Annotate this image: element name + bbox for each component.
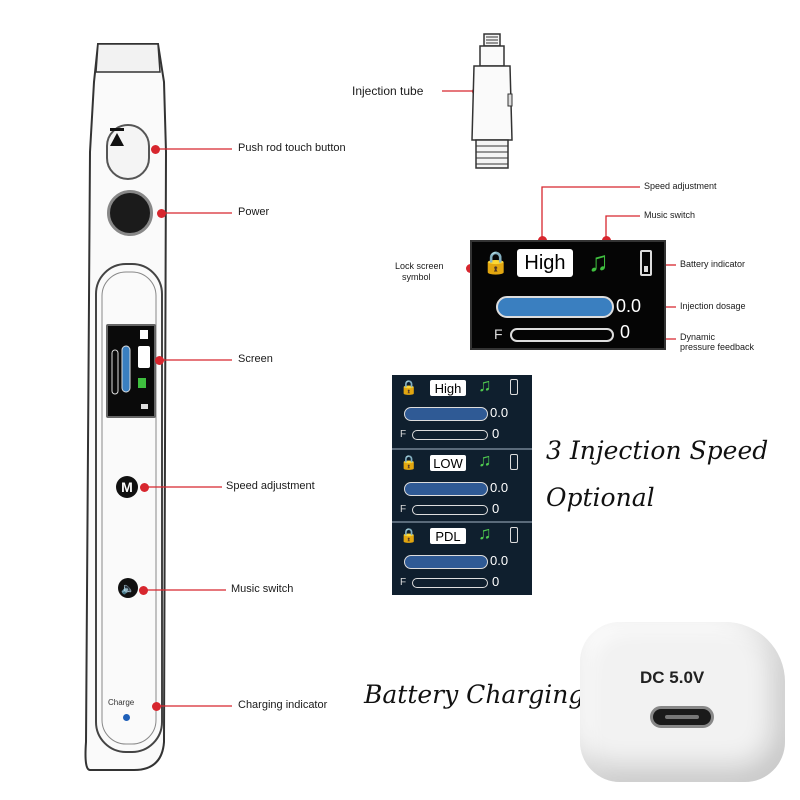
speed-mode-low: 🔒 LOW ♫ 0.0 F 0 — [392, 450, 532, 523]
label-screen-music-switch: Music switch — [644, 210, 696, 220]
speed-adjustment-button[interactable]: M — [116, 476, 138, 498]
label-lock-screen-symbol: symbol — [402, 272, 431, 282]
usb-c-port[interactable] — [650, 706, 714, 728]
charge-label: Charge — [108, 698, 135, 707]
headline-battery-charging: Battery Charging — [364, 680, 585, 709]
speed-badge: PDL — [430, 528, 466, 544]
speed-badge: High — [430, 380, 466, 396]
battery-icon — [510, 527, 518, 543]
callout-dot-push-rod — [151, 145, 160, 154]
music-note-icon: ♫ — [478, 523, 492, 543]
lock-icon: 🔒 — [400, 454, 418, 470]
label-injection-dosage: Injection dosage — [680, 301, 746, 311]
speed-badge: LOW — [430, 455, 466, 471]
speed-badge: High — [517, 249, 573, 277]
mini-music-icon — [138, 378, 146, 388]
callout-dot-music — [139, 586, 148, 595]
lock-icon: 🔒 — [482, 250, 510, 275]
label-pressure-feedback: pressure feedback — [680, 342, 755, 352]
charging-indicator-led — [123, 714, 130, 721]
battery-icon — [510, 454, 518, 470]
label-battery-indicator: Battery indicator — [680, 259, 746, 269]
push-rod-touch-button[interactable] — [106, 124, 150, 180]
label-charging-indicator: Charging indicator — [238, 699, 328, 711]
battery-icon — [510, 379, 518, 395]
callout-dot-speed — [140, 483, 149, 492]
dosage-value: 0.0 — [490, 405, 509, 420]
music-note-icon: ♫ — [478, 375, 492, 395]
callout-dot-screen — [155, 356, 164, 365]
speed-modes-panel: 🔒 High ♫ 0.0 F 0 🔒 LOW ♫ 0.0 F 0 🔒 PDL ♫… — [392, 375, 532, 595]
dosage-bar — [404, 407, 488, 421]
mini-lock-icon — [140, 330, 148, 339]
label-speed-adjustment: Speed adjustment — [226, 480, 315, 492]
label-lock-screen: Lock screen — [395, 261, 444, 271]
label-power: Power — [238, 206, 270, 218]
f-label: F — [494, 326, 503, 342]
mini-battery-icon — [141, 404, 148, 409]
dc-voltage-label: DC 5.0V — [640, 668, 705, 687]
pressure-value: 0 — [620, 322, 631, 342]
mini-speed-badge — [138, 346, 150, 368]
battery-icon — [640, 250, 652, 276]
pressure-bar — [412, 505, 488, 515]
f-label: F — [400, 504, 407, 515]
label-screen: Screen — [238, 353, 273, 365]
music-switch-button[interactable]: 🔈 — [118, 578, 138, 598]
dosage-value: 0.0 — [616, 296, 642, 316]
dosage-bar — [404, 555, 488, 569]
mini-pressure-bar — [111, 349, 119, 395]
label-dynamic: Dynamic — [680, 332, 716, 342]
pen-screen — [106, 324, 156, 418]
music-note-icon: ♫ — [478, 450, 492, 470]
dosage-bar — [404, 482, 488, 496]
pressure-bar — [412, 430, 488, 440]
push-rod-icon — [110, 128, 124, 146]
dosage-value: 0.0 — [490, 480, 509, 495]
injection-tube — [471, 33, 513, 169]
lock-icon: 🔒 — [400, 379, 418, 395]
speaker-icon: 🔈 — [121, 582, 135, 595]
pressure-value: 0 — [492, 574, 500, 589]
pressure-bar — [510, 328, 614, 342]
pressure-value: 0 — [492, 501, 500, 516]
callout-dot-power — [157, 209, 166, 218]
dosage-bar — [496, 296, 614, 318]
speed-button-glyph: M — [121, 479, 133, 495]
dosage-value: 0.0 — [490, 553, 509, 568]
screen-diagram: 🔒 High ♫ 0.0 F 0 — [470, 240, 666, 350]
headline-speed: 3 Injection Speed — [546, 436, 769, 465]
music-note-icon: ♫ — [588, 246, 609, 277]
divider — [392, 448, 532, 450]
label-music-switch: Music switch — [231, 583, 294, 595]
label-injection-tube: Injection tube — [352, 84, 424, 98]
callout-dot-charging — [152, 702, 161, 711]
charging-port-closeup: DC 5.0V — [580, 622, 785, 782]
pressure-bar — [412, 578, 488, 588]
label-push-rod: Push rod touch button — [238, 142, 346, 154]
lock-icon: 🔒 — [400, 527, 418, 543]
f-label: F — [400, 429, 407, 440]
speed-mode-pdl: 🔒 PDL ♫ 0.0 F 0 — [392, 523, 532, 596]
speed-mode-high: 🔒 High ♫ 0.0 F 0 — [392, 375, 532, 448]
divider — [392, 521, 532, 523]
power-button[interactable] — [107, 190, 153, 236]
injector-pen: M 🔈 Charge — [84, 42, 184, 772]
pressure-value: 0 — [492, 426, 500, 441]
mini-dosage-bar — [121, 345, 131, 393]
headline-optional: Optional — [546, 483, 655, 512]
label-screen-speed-adjustment: Speed adjustment — [644, 181, 717, 191]
f-label: F — [400, 577, 407, 588]
